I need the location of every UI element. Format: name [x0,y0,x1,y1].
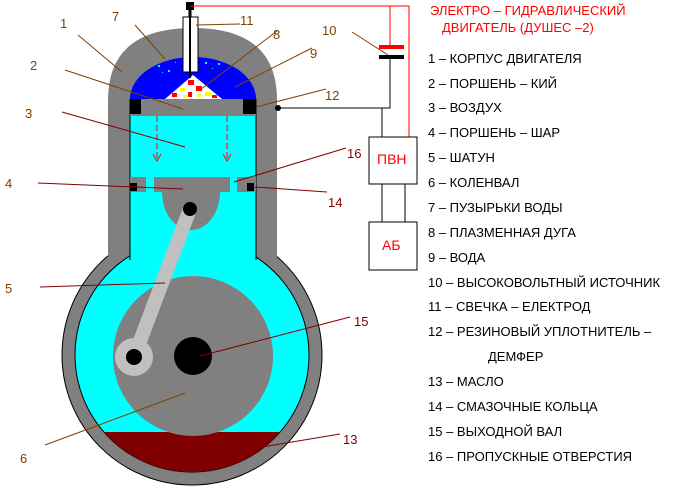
wiring [190,5,410,222]
title-line2: ДВИГАТЕЛЬ (ДУШЕС –2) [442,20,594,35]
legend-item: 12 – РЕЗИНОВЫЙ УПЛОТНИТЕЛЬ – [428,324,652,339]
callout-7: 7 [112,9,120,24]
callout-9: 9 [310,46,318,61]
seal-left [130,99,141,114]
seal-right [243,99,256,114]
legend-item: 9 – ВОДА [428,250,486,265]
callout-5: 5 [5,281,13,296]
callout-6: 6 [20,451,28,466]
plasma-speckles [172,80,217,98]
pvn-box [368,136,418,185]
callout-14: 14 [328,195,343,210]
legend-item: 11 – СВЕЧКА – ЕЛЕКТРОД [428,299,591,314]
output-shaft [174,337,212,375]
legend-item: 13 – МАСЛО [428,374,504,389]
legend-item: 4 – ПОРШЕНЬ – ШАР [428,125,561,140]
piston-pin [183,202,197,216]
legend-item: 10 – ВЫСОКОВОЛЬТНЫЙ ИСТОЧНИК [428,275,661,290]
title-line1: ЭЛЕКТРО – ГИДРАВЛИЧЕСКИЙ [430,3,626,18]
legend-item: 7 – ПУЗЫРЬКИ ВОДЫ [428,200,563,215]
callout-2: 2 [30,58,38,73]
pvn-label: ПВН [377,151,407,167]
piston-cue [130,99,256,116]
legend-item: 6 – КОЛЕНВАЛ [428,175,520,190]
legend-item: 8 – ПЛАЗМЕННАЯ ДУГА [428,225,576,240]
crank-pin-hole [126,349,142,365]
callout-3: 3 [25,106,33,121]
callout-8: 8 [273,27,281,42]
legend-item: 3 – ВОЗДУХ [428,100,502,115]
spark-plug [182,2,199,78]
legend-item: ДЕМФЕР [488,349,544,364]
legend-item: 1 – КОРПУС ДВИГАТЕЛЯ [428,51,582,66]
water-bubbles [158,62,220,73]
engine-body [61,28,323,486]
callout-4: 4 [5,176,13,191]
callout-1: 1 [60,16,68,31]
callout-13: 13 [343,432,358,447]
legend-item: 14 – СМАЗОЧНЫЕ КОЛЬЦА [428,399,598,414]
ab-label: АБ [382,237,401,253]
air-arrows [152,116,232,163]
legend-item: 2 – ПОРШЕНЬ – КИЙ [428,76,558,91]
callout-11: 11 [240,13,254,28]
ab-box [368,221,418,271]
legend-item: 15 – ВЫХОДНОЙ ВАЛ [428,424,563,439]
callout-15: 15 [354,314,369,329]
legend-item: 5 – ШАТУН [428,150,495,165]
callout-10: 10 [322,23,337,38]
callout-12: 12 [325,88,340,103]
callout-16: 16 [347,146,362,161]
callout-lines [37,23,389,448]
legend-item: 16 – ПРОПУСКНЫЕ ОТВЕРСТИЯ [428,449,633,464]
